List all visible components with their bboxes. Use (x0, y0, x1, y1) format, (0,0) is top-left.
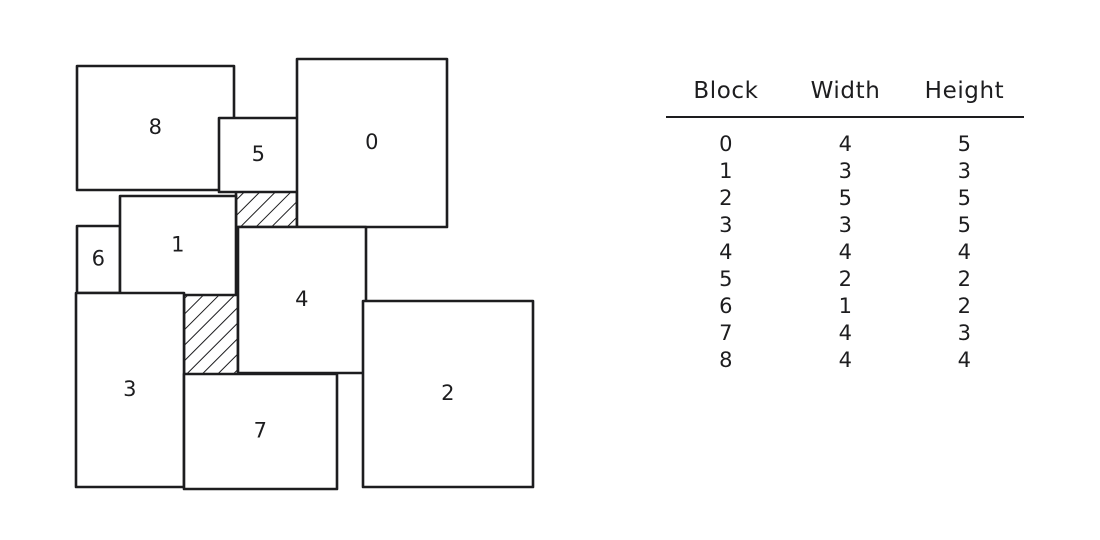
block-rect-7[interactable] (182, 372, 339, 491)
block-5[interactable]: 5 (217, 116, 300, 194)
cell-height: 2 (957, 267, 972, 291)
block-8[interactable]: 8 (75, 64, 236, 192)
table-body: 0 4 5 1 3 3 2 5 5 3 3 5 4 4 4 5 2 2 6 1 2 7 4 3 8 4 4 (666, 117, 1024, 374)
block-6[interactable]: 6 (75, 224, 122, 295)
table-row: 3 3 5 (666, 212, 1024, 239)
table-row: 1 3 3 (666, 158, 1024, 185)
table-row: 0 4 5 (666, 117, 1024, 158)
block-7[interactable]: 7 (182, 372, 339, 491)
table-row: 8 4 4 (666, 347, 1024, 374)
block-1[interactable]: 1 (118, 194, 238, 297)
block-label-8: 8 (149, 115, 163, 139)
cell-width: 4 (838, 240, 853, 264)
column-header-block: Block (693, 78, 759, 104)
table-row: 5 2 2 (666, 266, 1024, 293)
table-row: 6 1 2 (666, 293, 1024, 320)
cell-block: 1 (719, 159, 733, 183)
cell-height: 3 (957, 159, 972, 183)
block-0[interactable]: 0 (295, 57, 449, 229)
cell-width: 4 (838, 321, 853, 345)
cell-block: 0 (719, 132, 733, 156)
packing-diagram-canvas: 8 5 0 6 1 4 3 7 2 (74, 57, 535, 491)
cell-block: 7 (719, 321, 733, 345)
block-rect-0[interactable] (295, 57, 449, 229)
cell-height: 4 (957, 348, 972, 372)
block-4[interactable]: 4 (236, 225, 368, 375)
cell-height: 5 (957, 132, 972, 156)
blocks-layer: 8 5 0 6 1 4 3 7 2 (74, 57, 535, 491)
cell-height: 5 (957, 213, 972, 237)
table-row: 4 4 4 (666, 239, 1024, 266)
cell-block: 5 (719, 267, 733, 291)
cell-block: 6 (719, 294, 733, 318)
packing-diagram: 8 5 0 6 1 4 3 7 2 (74, 57, 535, 491)
cell-height: 4 (957, 240, 972, 264)
block-rect-4[interactable] (236, 225, 368, 375)
table-header-row: Block Width Height (666, 78, 1024, 117)
cell-width: 3 (838, 213, 853, 237)
cell-height: 2 (957, 294, 972, 318)
cell-width: 3 (838, 159, 853, 183)
table-row: 7 4 3 (666, 320, 1024, 347)
cell-block: 8 (719, 348, 733, 372)
table-head: Block Width Height (666, 78, 1024, 117)
block-label-7: 7 (254, 419, 268, 443)
empty-gap-gap-lower (182, 292, 240, 377)
block-label-6: 6 (92, 247, 106, 271)
cell-width: 5 (838, 186, 853, 210)
cell-block: 3 (719, 213, 733, 237)
block-label-4: 4 (295, 287, 309, 311)
block-label-2: 2 (441, 381, 455, 405)
table-row: 2 5 5 (666, 185, 1024, 212)
cell-width: 2 (838, 267, 853, 291)
block-label-5: 5 (252, 142, 266, 166)
block-rect-8[interactable] (75, 64, 236, 192)
cell-width: 4 (838, 348, 853, 372)
cell-height: 5 (957, 186, 972, 210)
cell-width: 4 (838, 132, 853, 156)
column-header-height: Height (924, 78, 1005, 104)
empty-gap-gap-upper (234, 188, 299, 229)
cell-block: 2 (719, 186, 733, 210)
block-rect-3[interactable] (74, 291, 186, 489)
cell-height: 3 (957, 321, 972, 345)
gaps-layer (182, 188, 299, 377)
block-2[interactable]: 2 (361, 299, 535, 489)
cell-block: 4 (719, 240, 733, 264)
cell-width: 1 (838, 294, 853, 318)
block-label-0: 0 (365, 130, 379, 154)
block-label-1: 1 (171, 233, 185, 257)
block-rect-2[interactable] (361, 299, 535, 489)
block-label-3: 3 (123, 377, 137, 401)
block-3[interactable]: 3 (74, 291, 186, 489)
column-header-width: Width (810, 78, 881, 104)
